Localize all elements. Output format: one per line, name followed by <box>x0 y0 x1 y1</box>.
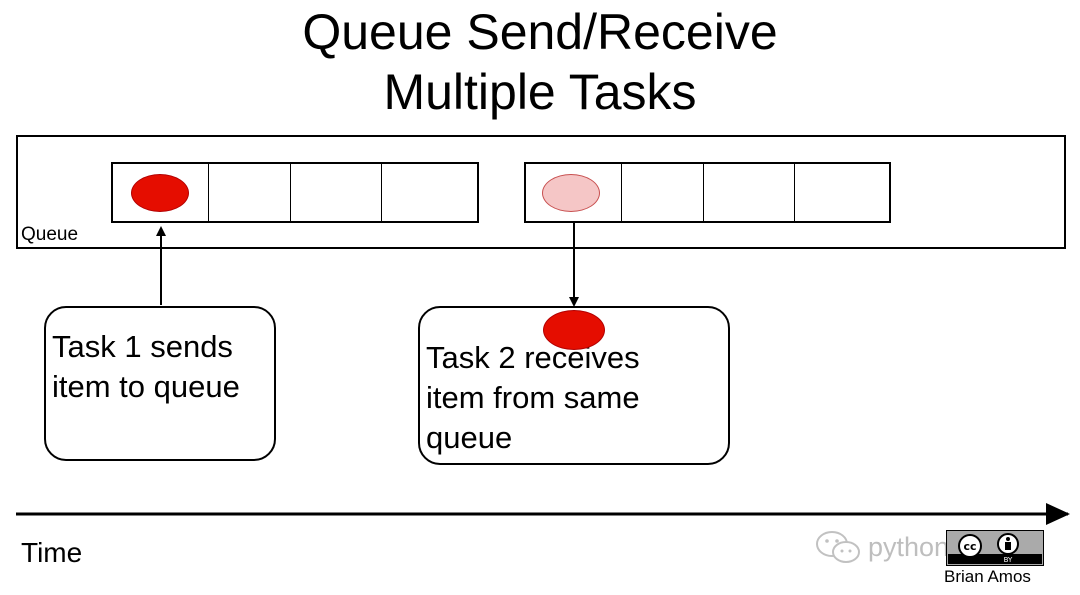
removed-item-ghost <box>542 174 600 212</box>
received-item <box>543 310 605 350</box>
task-1-box: Task 1 sends item to queue <box>44 306 276 461</box>
queue-slot <box>113 164 209 221</box>
title-line-1: Queue Send/Receive <box>302 4 778 60</box>
title-line-2: Multiple Tasks <box>383 64 697 120</box>
queue-slot <box>704 164 795 221</box>
task-1-text-line: item to queue <box>52 369 240 404</box>
task-2-text-line: queue <box>426 420 513 455</box>
cc-license-badge: cc BY <box>946 530 1044 566</box>
svg-text:cc: cc <box>963 540 976 553</box>
author-credit: Brian Amos <box>944 567 1031 586</box>
time-label: Time <box>21 537 83 568</box>
queue-slot <box>209 164 291 221</box>
task-2-text-line: Task 2 receives <box>426 340 640 375</box>
cc-by-icon: cc BY <box>948 532 1042 564</box>
queue-buffer-send <box>111 162 479 223</box>
queue-slot <box>291 164 382 221</box>
queue-label: Queue <box>21 224 79 245</box>
queued-item <box>131 174 189 212</box>
task-1-text-line: Task 1 sends <box>52 329 233 364</box>
task-2-text-line: item from same <box>426 380 640 415</box>
task-2-box: Task 2 receives item from same queue <box>418 306 730 465</box>
wechat-icon <box>816 531 860 563</box>
cc-badge-text: BY <box>1004 556 1013 564</box>
queue-slot <box>622 164 704 221</box>
queue-slot <box>526 164 622 221</box>
queue-frame <box>16 135 1066 249</box>
queue-buffer-receive <box>524 162 891 223</box>
